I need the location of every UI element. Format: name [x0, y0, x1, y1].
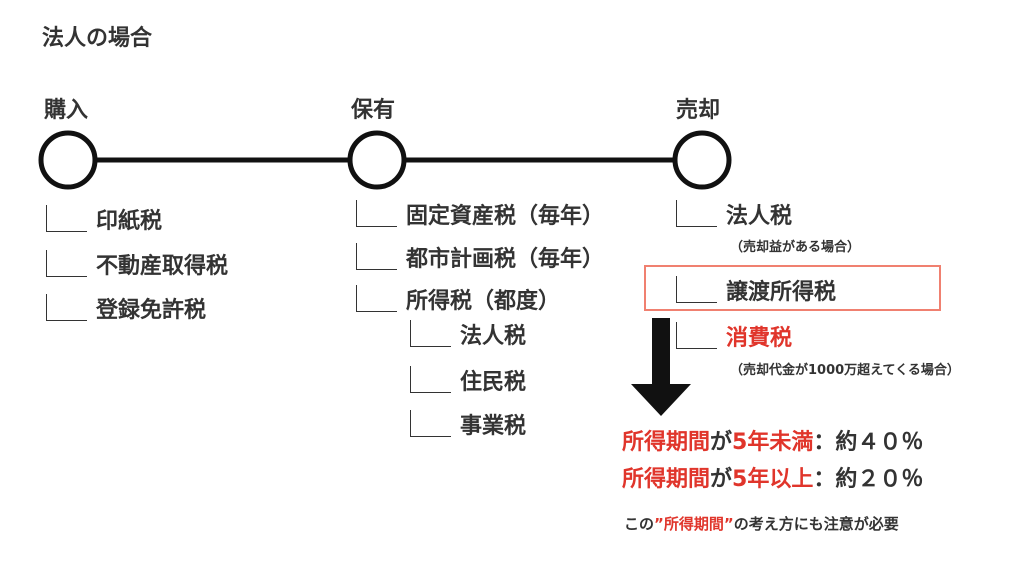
rate-value: ：約４０％ — [813, 430, 924, 455]
rate-line-short-term: 所得期間が5年未満：約４０％ — [622, 424, 923, 456]
bracket-line — [410, 366, 451, 393]
caution-after: の考え方にも注意が必要 — [733, 515, 899, 533]
down-arrow-shaft — [652, 318, 670, 386]
bracket-line — [46, 250, 87, 277]
stage-label-purchase: 購入 — [44, 98, 89, 123]
tax-label: 所得税（都度） — [406, 289, 561, 314]
bracket-line — [676, 322, 717, 349]
tax-label: 固定資産税（毎年） — [406, 204, 605, 229]
bracket-line — [356, 285, 397, 312]
page-title: 法人の場合 — [42, 26, 153, 51]
rate-particle: が — [710, 467, 733, 492]
caution-before: この — [624, 515, 655, 533]
tax-label: 法人税 — [726, 204, 793, 229]
caution-text: この”所得期間”の考え方にも注意が必要 — [624, 513, 899, 534]
rate-prefix: 所得期間 — [622, 430, 711, 455]
bracket-line — [676, 276, 717, 303]
tax-label: 登録免許税 — [96, 298, 207, 323]
tax-label: 都市計画税（毎年） — [406, 247, 605, 272]
tax-label: 印紙税 — [96, 209, 163, 234]
rate-period: 5年未満 — [732, 430, 814, 455]
bracket-line — [46, 294, 87, 321]
highlight-box — [644, 265, 941, 311]
timeline-node-purchase — [38, 130, 98, 190]
bracket-line — [410, 320, 451, 347]
rate-particle: が — [710, 430, 733, 455]
rate-period: 5年以上 — [732, 467, 814, 492]
rate-line-long-term: 所得期間が5年以上：約２０％ — [622, 461, 923, 493]
timeline-node-sale — [672, 130, 732, 190]
tax-label: 事業税 — [460, 414, 527, 439]
tax-label: 不動産取得税 — [96, 254, 229, 279]
bracket-line — [356, 243, 397, 270]
stage-label-holding: 保有 — [351, 98, 396, 123]
tax-label: 法人税 — [460, 324, 527, 349]
timeline-node-holding — [347, 130, 407, 190]
bracket-line — [356, 200, 397, 227]
bracket-line — [676, 200, 717, 227]
tax-label: 消費税 — [726, 326, 793, 351]
bracket-line — [410, 410, 451, 437]
rate-value: ：約２０％ — [813, 467, 924, 492]
corporate-tax-note: （売却益がある場合） — [730, 240, 861, 255]
tax-label: 住民税 — [460, 370, 527, 395]
consumption-tax-note: （売却代金が1000万超えてくる場合） — [730, 363, 960, 378]
bracket-line — [46, 205, 87, 232]
tax-label: 譲渡所得税 — [726, 280, 837, 305]
stage-label-sale: 売却 — [676, 98, 721, 123]
rate-prefix: 所得期間 — [622, 467, 711, 492]
down-arrow-icon — [631, 384, 691, 416]
caution-quoted: ”所得期間” — [654, 515, 734, 533]
